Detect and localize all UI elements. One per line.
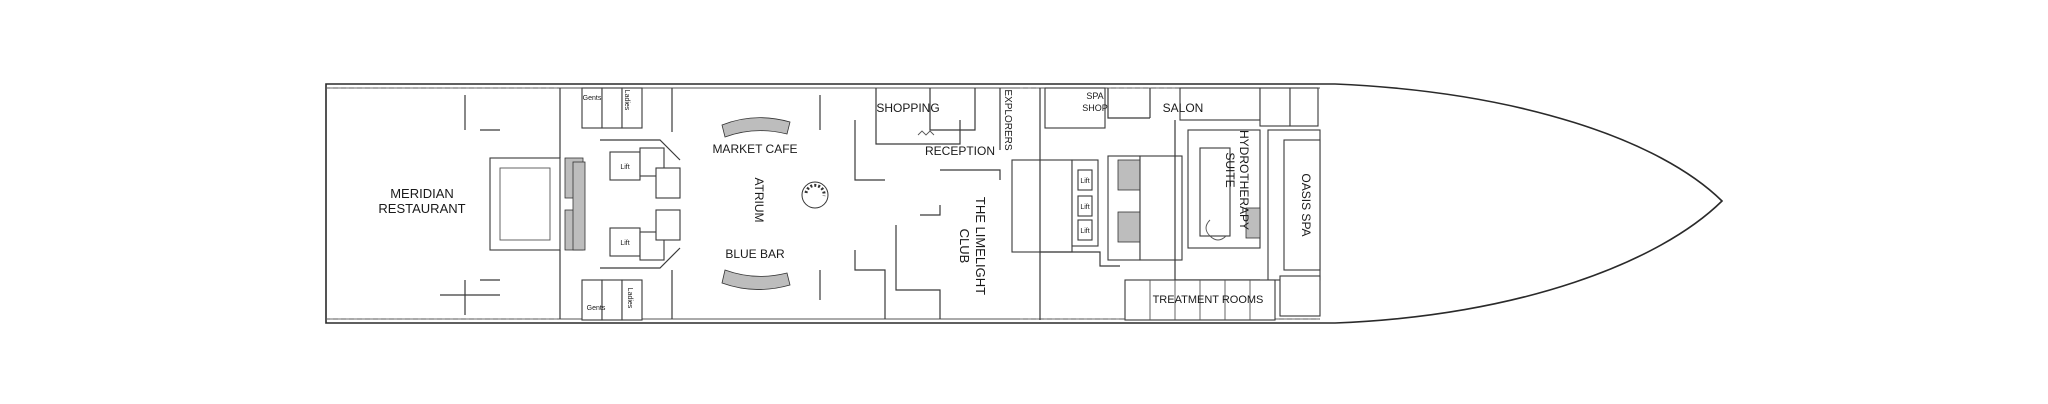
shopping-label: SHOPPING xyxy=(876,101,939,115)
spiral-staircase-icon xyxy=(804,183,826,197)
market-cafe-counter xyxy=(721,117,791,138)
explorers-label: EXPLORERS xyxy=(1002,89,1013,150)
restrooms-bottom xyxy=(581,279,643,321)
lift-label-2: Lift xyxy=(620,240,629,247)
treatment-rooms-label: TREATMENT ROOMS xyxy=(1153,294,1264,306)
spa-stairs-core xyxy=(1107,155,1183,261)
atrium-area xyxy=(671,88,886,319)
salon-label: SALON xyxy=(1163,101,1204,115)
oasis-spa-label: OASIS SPA xyxy=(1299,173,1313,236)
restaurant-stairs xyxy=(564,157,586,251)
reception-label: RECEPTION xyxy=(925,144,995,158)
lift-label-1: Lift xyxy=(620,164,629,171)
limelight-label-line2: CLUB xyxy=(957,229,972,264)
ladies-top-label: Ladies xyxy=(623,90,630,111)
shopping-reception-area xyxy=(875,88,1001,319)
restrooms-top xyxy=(581,87,643,129)
area-labels: MERIDIAN RESTAURANT MARKET CAFE ATRIUM B… xyxy=(378,89,1313,312)
gents-top-label: Gents xyxy=(583,95,602,102)
spa-shop-salon-area xyxy=(1044,87,1319,280)
meridian-label-line2: RESTAURANT xyxy=(378,201,465,216)
lift-label-4: Lift xyxy=(1080,204,1089,211)
ladies-bottom-label: Ladies xyxy=(626,288,633,309)
blue-bar-label: BLUE BAR xyxy=(725,247,785,261)
gents-bottom-label: Gents xyxy=(587,305,606,312)
lift-label-3: Lift xyxy=(1080,178,1089,185)
spa-shop-label-line2: SHOP xyxy=(1082,103,1108,113)
atrium-label: ATRIUM xyxy=(752,177,766,222)
hydrotherapy-label-line1: HYDROTHERAPY xyxy=(1237,130,1251,230)
meridian-label-line1: MERIDIAN xyxy=(390,186,454,201)
spa-shop-label-line1: SPA xyxy=(1086,91,1103,101)
lift-core xyxy=(600,139,681,269)
hydrotherapy-label-line2: SUITE xyxy=(1223,152,1237,187)
limelight-label-line1: THE LIMELIGHT xyxy=(973,197,988,295)
limelight-club-area xyxy=(1011,88,1120,320)
market-cafe-label: MARKET CAFE xyxy=(712,142,797,156)
restaurant-area xyxy=(440,88,561,319)
treatment-rooms-area xyxy=(1124,279,1276,321)
spa-area xyxy=(1175,129,1321,317)
blue-bar-counter xyxy=(721,269,791,290)
lift-label-5: Lift xyxy=(1080,228,1089,235)
